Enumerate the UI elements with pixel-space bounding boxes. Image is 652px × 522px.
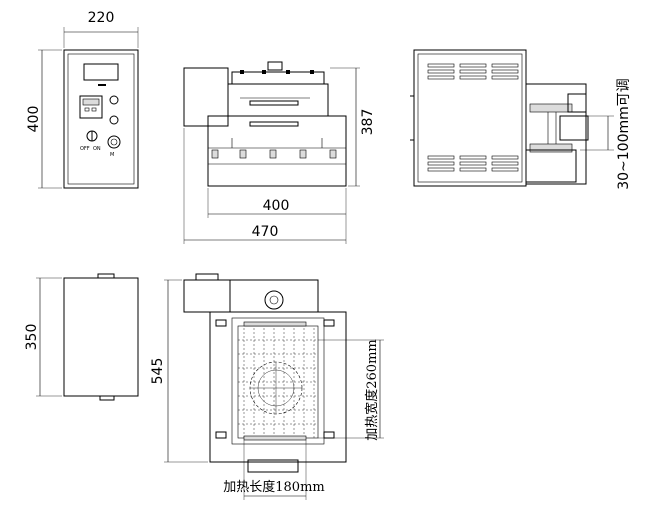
dim-front-width: 220 [88, 10, 115, 26]
side-view: 387 400 470 [183, 61, 376, 244]
panel-label-off: OFF [80, 146, 90, 152]
rear-view: 30~100mm可调 [410, 49, 632, 190]
dim-heating-length: 加热长度180mm [223, 479, 324, 495]
dim-heating-width: 加热宽度260mm [364, 339, 380, 440]
dim-top-depth: 350 [24, 324, 40, 351]
vents-top [427, 63, 519, 80]
dim-side-inner-width: 400 [263, 198, 290, 214]
top-view-main: 545 加热宽度260mm 加热长度180mm [150, 273, 384, 500]
front-view: OFF ON M 220 400 [26, 10, 139, 189]
vents-bottom [427, 155, 519, 172]
panel-label-m: M [110, 152, 114, 158]
dim-adjust-range: 30~100mm可调 [616, 78, 632, 190]
dim-top-total-depth: 545 [150, 358, 166, 385]
dim-side-height: 387 [360, 109, 376, 136]
panel-label-on: ON [93, 146, 101, 152]
heating-grid [238, 328, 318, 438]
top-view-small: 350 [24, 273, 139, 401]
dim-front-height: 400 [26, 106, 42, 133]
dim-side-total-width: 470 [252, 224, 279, 240]
